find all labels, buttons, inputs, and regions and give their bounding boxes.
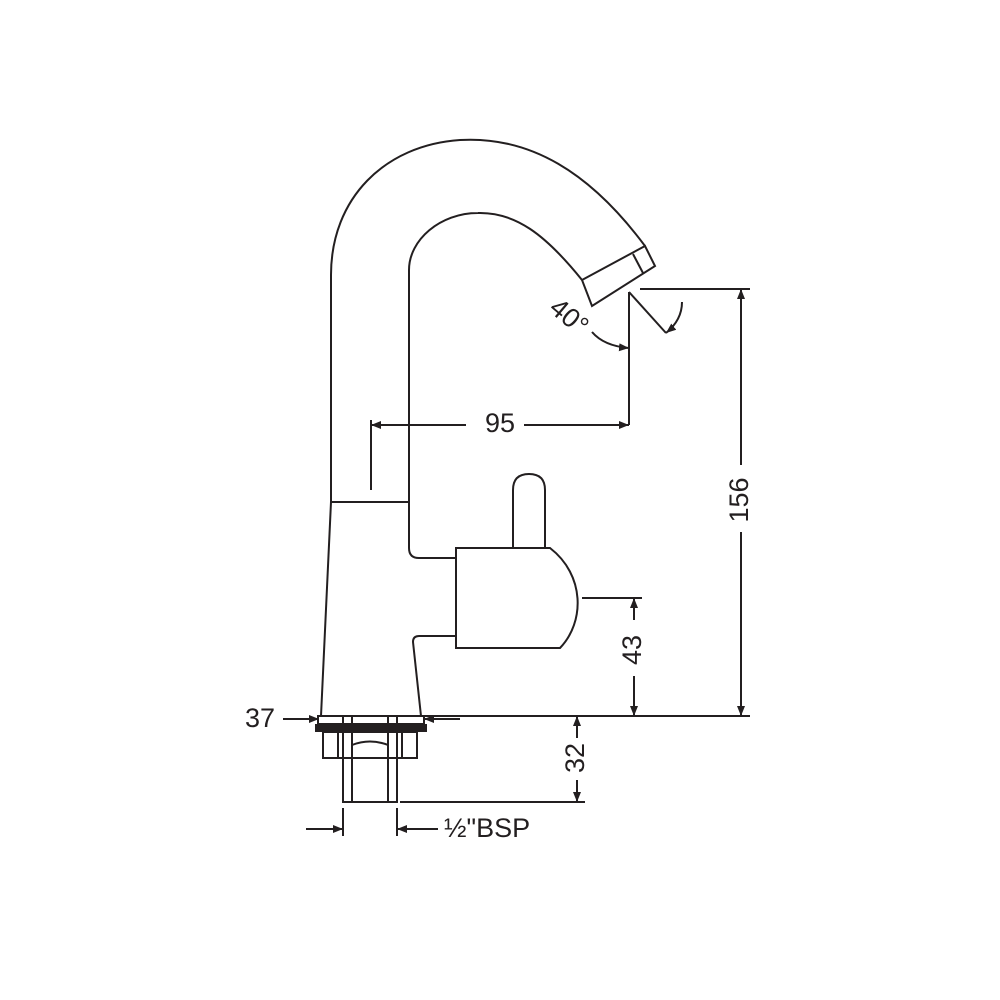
- shank-length-label: 32: [560, 743, 590, 773]
- base-diameter-label: 37: [245, 703, 275, 733]
- faucet-body: [319, 501, 457, 717]
- spout-aerator: [580, 244, 657, 308]
- base-washer: [317, 715, 425, 725]
- thread-size-label: ½"BSP: [444, 813, 530, 843]
- total-height-label: 156: [724, 477, 754, 522]
- dimension-lever-height: 43: [582, 597, 647, 716]
- thread-standard: "BSP: [467, 813, 531, 843]
- spout-angle-label: 40°: [544, 292, 595, 341]
- dimension-spout-reach: 95: [370, 408, 629, 490]
- spout-outer-curve: [330, 138, 646, 502]
- lever-handle: [512, 472, 546, 548]
- dimension-total-height: 156: [405, 288, 754, 717]
- cartridge-housing: [455, 547, 579, 649]
- dimension-shank-length: 32: [400, 716, 590, 803]
- faucet-outline: [315, 138, 657, 803]
- spout-reach-label: 95: [485, 408, 515, 438]
- dimension-thread-size: ½"BSP: [306, 808, 530, 843]
- dimension-spout-angle: 40°: [544, 291, 683, 425]
- base-gasket: [315, 724, 427, 732]
- spout-inner-curve: [408, 211, 583, 502]
- dimension-base-diameter: 37: [245, 703, 460, 733]
- thread-fraction: ½: [444, 813, 467, 843]
- shank-nut: [322, 731, 418, 759]
- threaded-shank: [342, 715, 398, 803]
- lever-height-label: 43: [617, 635, 647, 665]
